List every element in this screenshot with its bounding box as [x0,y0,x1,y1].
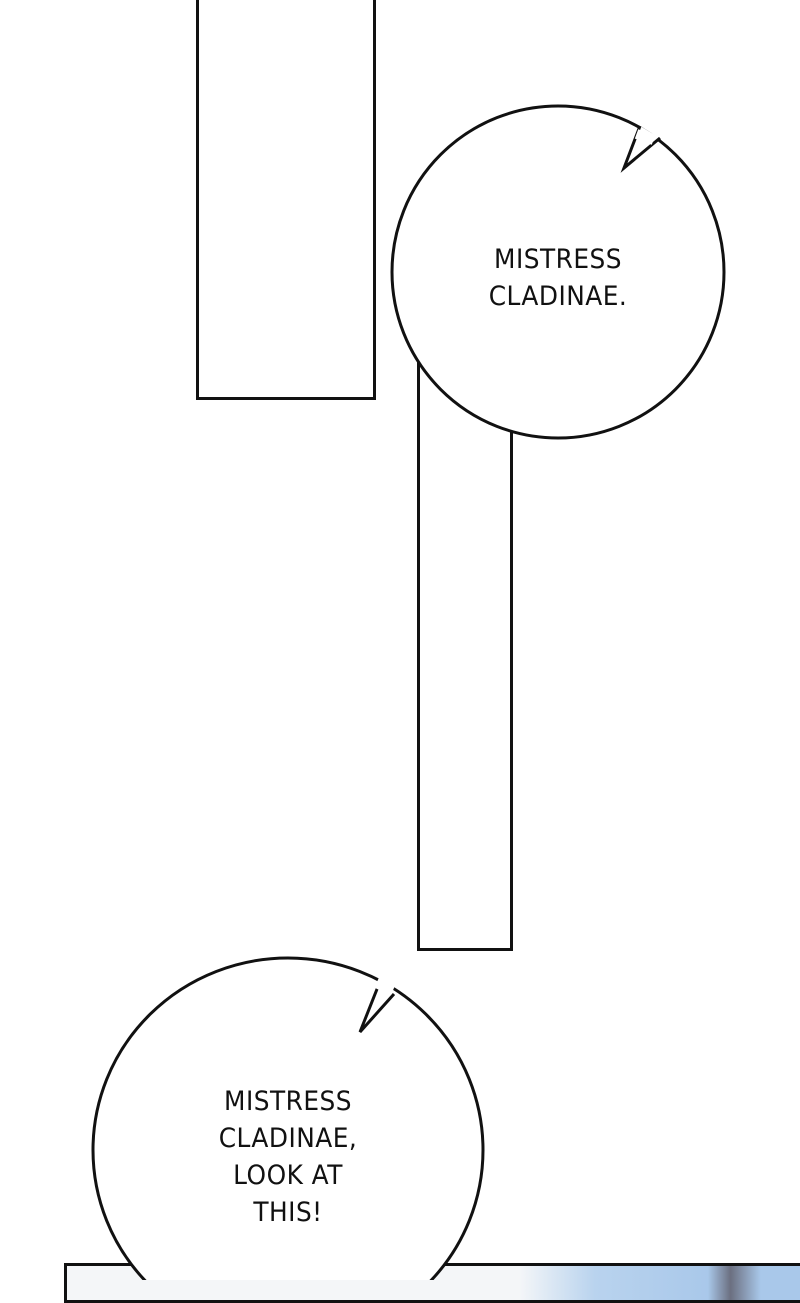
speech-bubble-1-body [390,104,726,440]
bubble-2-line: LOOK AT [233,1160,343,1191]
speech-bubble-2-body [91,956,485,1280]
bubble-2-line: MISTRESS [224,1086,352,1117]
bubble-2-text: MISTRESS CLADINAE, LOOK AT THIS! [196,1083,380,1231]
bubble-2-line: THIS! [253,1197,323,1228]
panel-left-tall [196,0,376,400]
bubble-1-line: MISTRESS [494,244,622,275]
bubble-1-text: MISTRESS CLADINAE. [466,241,650,315]
bubble-1-line: CLADINAE. [488,281,628,312]
bubble-2-line: CLADINAE, [218,1123,358,1154]
